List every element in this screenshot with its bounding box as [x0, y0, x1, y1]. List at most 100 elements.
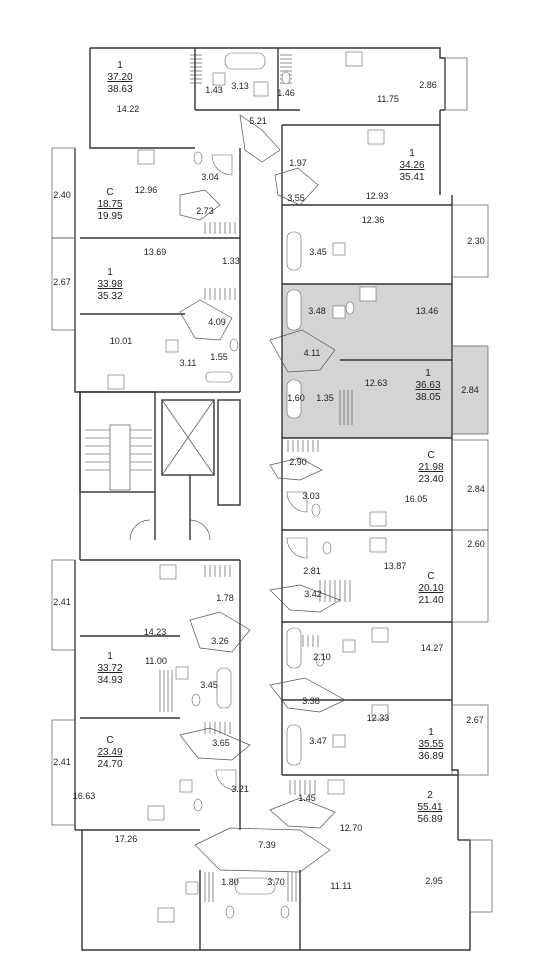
living-area: 21.98	[418, 462, 443, 473]
living-area: 34.26	[399, 160, 424, 171]
room-area: 4.09	[208, 317, 226, 327]
building-outline	[51, 47, 493, 951]
apartment-label-a2: С 18.75 19.95	[97, 187, 122, 222]
room-area: 11.00	[145, 656, 167, 666]
room-area: 14.22	[117, 104, 140, 114]
total-area: 35.32	[97, 291, 122, 302]
room-area: 10.01	[110, 336, 133, 346]
room-area: 2.84	[467, 484, 485, 494]
apartment-type: 1	[107, 651, 113, 662]
room-area: 13.69	[144, 247, 167, 257]
room-area: 2.60	[467, 539, 485, 549]
room-area: 2.86	[419, 80, 437, 90]
room-area: 1.80	[221, 877, 239, 887]
apartment-type: 1	[428, 727, 434, 738]
room-area: 1.55	[210, 352, 228, 362]
room-area: 12.36	[362, 215, 385, 225]
apartment-label-a9: С 23.49 24.70	[97, 735, 122, 770]
room-area: 3.47	[309, 736, 327, 746]
room-area: 3.70	[267, 877, 285, 887]
living-area: 18.75	[97, 199, 122, 210]
total-area: 38.63	[107, 84, 132, 95]
room-area: 3.13	[231, 81, 249, 91]
total-area: 23.40	[418, 474, 443, 485]
room-area: 3.45	[309, 247, 327, 257]
room-area: 16.63	[73, 791, 96, 801]
room-area: 13.46	[416, 306, 439, 316]
room-area: 3.03	[302, 491, 320, 501]
room-area: 2.40	[53, 190, 71, 200]
room-area: 1.43	[205, 85, 223, 95]
room-area: 14.23	[144, 627, 167, 637]
room-area: 17.26	[115, 834, 138, 844]
room-area: 3.38	[302, 696, 320, 706]
room-area: 2.10	[313, 652, 331, 662]
room-area: 2.81	[303, 566, 321, 576]
room-area: 11.75	[377, 94, 399, 104]
room-area: 14.27	[421, 643, 444, 653]
room-area: 3.42	[304, 589, 322, 599]
room-area: 3.48	[308, 306, 326, 316]
living-area: 55.41	[417, 802, 442, 813]
apartment-label-a4: 1 34.26 35.41	[399, 148, 424, 183]
room-area: 3.65	[212, 738, 230, 748]
room-area: 12.33	[367, 713, 390, 723]
living-area: 36.63	[415, 380, 440, 391]
room-area: 3.45	[200, 680, 218, 690]
total-area: 19.95	[97, 211, 122, 222]
room-area: 3.11	[180, 358, 197, 368]
highlighted-apartment	[282, 284, 488, 438]
room-area: 4.11	[304, 348, 321, 358]
apartment-label-a8: 1 33.72 34.93	[97, 651, 122, 686]
entry-halls	[179, 114, 346, 873]
apartment-type: С	[106, 735, 113, 746]
living-area: 33.72	[97, 663, 122, 674]
fixtures	[107, 51, 389, 923]
total-area: 38.05	[415, 392, 440, 403]
room-area: 2.90	[289, 457, 307, 467]
room-area: 1.45	[298, 793, 316, 803]
room-area: 3.21	[231, 784, 249, 794]
apartment-label-a3: 1 33.98 35.32	[97, 267, 122, 302]
room-area: 16.05	[405, 494, 428, 504]
apartment-label-a10: 1 35.55 36.89	[418, 727, 443, 762]
apartment-labels: 1 37.20 38.63 С 18.75 19.95 1 33.98 35.3…	[97, 60, 443, 825]
total-area: 36.89	[418, 751, 443, 762]
room-area: 1.35	[316, 393, 334, 403]
apartment-label-a11: 2 55.41 56.89	[417, 790, 442, 825]
room-area: 12.70	[340, 823, 363, 833]
apartment-type: 1	[409, 148, 415, 159]
living-area: 20.10	[418, 583, 443, 594]
room-area: 2.73	[196, 206, 214, 216]
room-area: 5.21	[249, 116, 267, 126]
room-area: 1.78	[216, 593, 234, 603]
room-area: 1.33	[222, 256, 240, 266]
apartment-type: 2	[427, 790, 433, 801]
room-area: 2.41	[53, 597, 71, 607]
room-area: 2.41	[53, 757, 71, 767]
living-area: 23.49	[97, 747, 122, 758]
room-area-labels: 14.22 1.43 3.13 1.46 11.75 2.86 5.21 2.4…	[53, 80, 485, 891]
room-area: 2.67	[53, 277, 71, 287]
room-area: 3.26	[211, 636, 229, 646]
room-area: 2.84	[461, 385, 479, 395]
total-area: 24.70	[97, 759, 122, 770]
room-area: 13.87	[384, 561, 407, 571]
room-area: 2.67	[466, 715, 484, 725]
apartment-type: 1	[107, 267, 113, 278]
partitions	[79, 48, 458, 950]
room-area: 2.30	[467, 236, 485, 246]
apartment-type: С	[427, 571, 434, 582]
room-area: 3.04	[201, 172, 219, 182]
total-area: 21.40	[418, 595, 443, 606]
room-area: 12.63	[365, 378, 388, 388]
room-area: 1.60	[287, 393, 305, 403]
total-area: 34.93	[97, 675, 122, 686]
apartment-type: 1	[117, 60, 123, 71]
apartment-type: 1	[425, 368, 431, 379]
room-area: 1.46	[277, 88, 295, 98]
apartment-type: С	[106, 187, 113, 198]
total-area: 56.89	[417, 814, 442, 825]
apartment-label-a6: С 21.98 23.40	[418, 450, 443, 485]
